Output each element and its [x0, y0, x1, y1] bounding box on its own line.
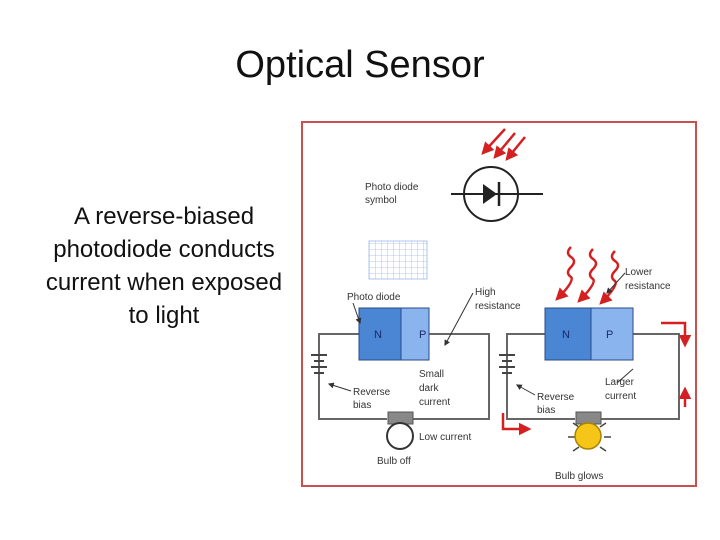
reverse-bias-line: bias — [353, 400, 371, 411]
high-resistance-line: resistance — [475, 301, 521, 312]
body-line: current when exposed — [45, 269, 283, 296]
p-label: P — [419, 329, 426, 341]
bulb-glows-label: Bulb glows — [555, 471, 603, 482]
diagram-svg: Photo diode symbol — [311, 128, 692, 482]
symbol-label-line: Photo diode — [365, 182, 419, 193]
photodiode-symbol-icon — [451, 166, 543, 222]
bulb-off-label: Bulb off — [377, 456, 411, 467]
high-resistance-line: High — [475, 287, 496, 298]
p-region-lit — [590, 307, 634, 361]
n-region-lit — [544, 307, 592, 361]
body-line: photodiode conducts — [53, 236, 275, 263]
photodiode-diagram: Photo diode symbol — [301, 121, 697, 487]
bulb-off-icon — [386, 422, 414, 450]
lower-resistance-line: Lower — [625, 267, 653, 278]
body-line: to light — [128, 302, 200, 329]
larger-current-line: Larger — [605, 377, 635, 388]
light-rays-top — [481, 128, 526, 161]
n-label-lit: N — [562, 329, 570, 341]
slide-title: Optical Sensor — [235, 44, 485, 86]
reverse-bias-lit-line: bias — [537, 405, 555, 416]
left-circuit — [311, 307, 490, 450]
bulb-glows-icon — [574, 422, 602, 450]
light-rays-wavy — [555, 246, 620, 305]
small-dark-current-line: current — [419, 397, 450, 408]
n-region — [358, 307, 402, 361]
photodiode-label: Photo diode — [347, 292, 401, 303]
p-label-lit: P — [606, 329, 613, 341]
symbol-label-line: symbol — [365, 195, 397, 206]
reverse-bias-line: Reverse — [353, 387, 391, 398]
light-grid-icon — [368, 240, 428, 280]
body-line: A reverse-biased — [73, 203, 255, 230]
low-current-label: Low current — [419, 432, 471, 443]
p-region — [400, 307, 430, 361]
small-dark-current-line: Small — [419, 369, 444, 380]
larger-current-line: current — [605, 391, 636, 402]
body-text: A reverse-biased photodiode conducts cur… — [18, 200, 310, 332]
n-label: N — [374, 329, 382, 341]
right-circuit — [499, 307, 692, 452]
lower-resistance-line: resistance — [625, 281, 671, 292]
reverse-bias-lit-line: Reverse — [537, 392, 575, 403]
small-dark-current-line: dark — [419, 383, 439, 394]
